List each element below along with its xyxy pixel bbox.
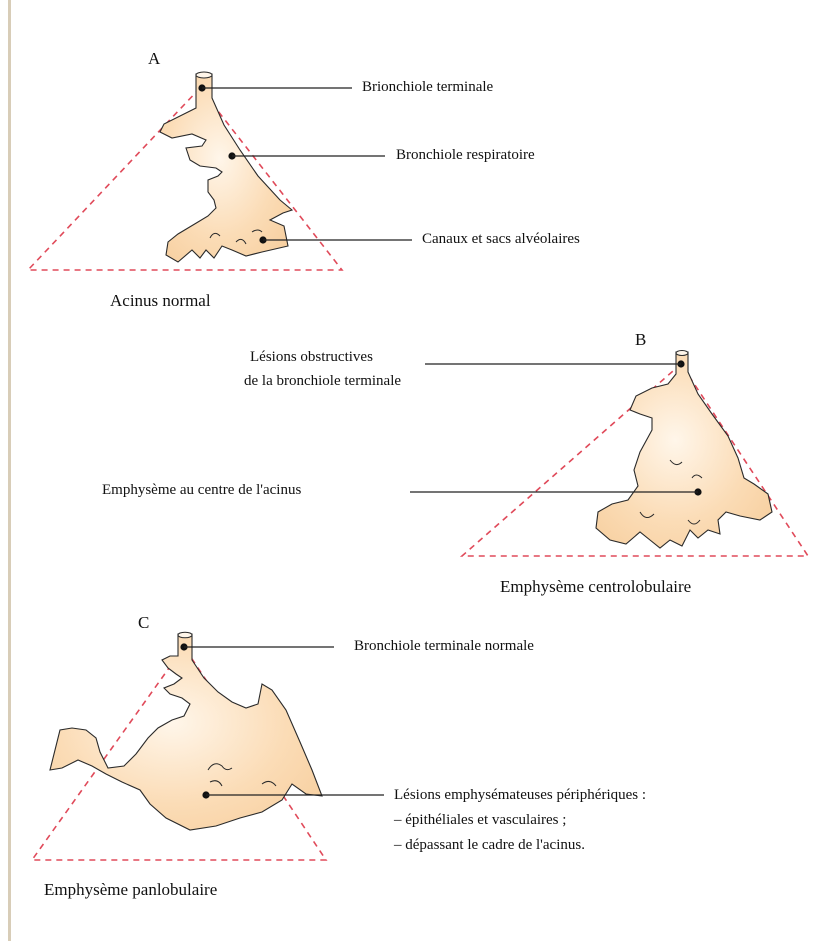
panel-b-letter: B	[635, 330, 646, 349]
panel-a-title: Acinus normal	[110, 291, 211, 310]
panel-b-title: Emphysème centrolobulaire	[500, 577, 691, 596]
panel-a: A Brionchiole terminale Bronchiole respi…	[28, 49, 580, 310]
panel-c-letter: C	[138, 613, 149, 632]
panel-c-terminal-label: Bronchiole terminale normale	[354, 638, 534, 654]
panel-a-letter: A	[148, 49, 161, 68]
panel-c-peripheral-label-line3: – dépassant le cadre de l'acinus.	[393, 837, 585, 853]
panel-b-center-label: Emphysème au centre de l'acinus	[102, 482, 301, 498]
panel-c-panlobular-emphysema	[50, 634, 322, 830]
panel-a-sacs-label: Canaux et sacs alvéolaires	[422, 231, 580, 247]
panel-c-terminal-tube-opening	[178, 632, 192, 638]
panel-a-respiratory-label: Bronchiole respiratoire	[396, 147, 535, 163]
panel-b-terminal-tube-opening	[676, 351, 688, 356]
panel-c-peripheral-label-line2: – épithéliales et vasculaires ;	[393, 812, 566, 828]
panel-b: B Lésions obstructives de la bronchiole …	[102, 330, 808, 596]
panel-c-peripheral-label-line1: Lésions emphysémateuses périphériques :	[394, 787, 646, 803]
panel-b-centrolobular-emphysema	[596, 352, 772, 548]
panel-c: C Bronchiole terminale normale Lésions e…	[32, 613, 646, 899]
panel-b-obstruction-label-line2: de la bronchiole terminale	[244, 373, 401, 389]
panel-a-terminal-tube-opening	[196, 72, 212, 78]
panel-b-obstruction-label-line1: Lésions obstructives	[250, 349, 373, 365]
panel-a-terminal-label: Brionchiole terminale	[362, 79, 494, 95]
panel-c-title: Emphysème panlobulaire	[44, 880, 217, 899]
panel-a-normal-acinus	[160, 74, 292, 262]
